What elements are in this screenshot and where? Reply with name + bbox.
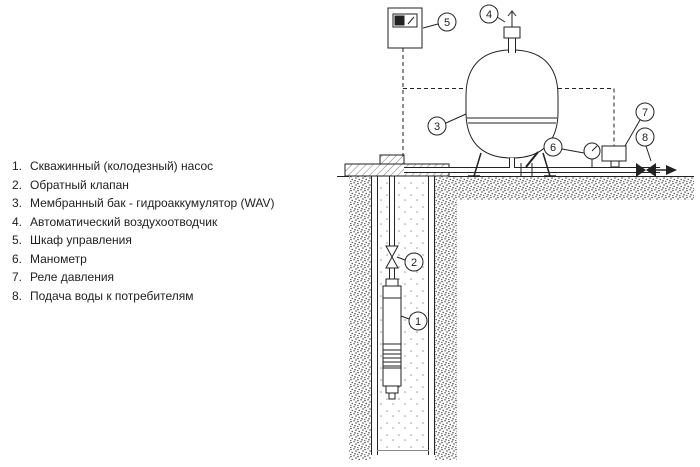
callout-7-number: 7: [642, 107, 648, 119]
callout-8: 8: [635, 127, 655, 147]
air-vent-symbol: [503, 10, 521, 39]
callout-1: 1: [408, 311, 428, 331]
membrane-tank: [465, 38, 559, 177]
legend-item-7: 7. Реле давления: [12, 268, 342, 287]
supply-arrow: [636, 163, 677, 177]
legend-item-8: 8. Подача воды к потребителям: [12, 287, 342, 306]
callout-2: 2: [404, 252, 424, 272]
riser-pipe: [389, 164, 395, 288]
check-valve-symbol: [385, 245, 399, 269]
legend-item-6: 6. Манометр: [12, 250, 342, 269]
legend-item-label: Скважинный (колодезный) насос: [30, 159, 214, 173]
legend-item-label: Мембранный бак - гидроаккумулятор (WAV): [30, 196, 275, 210]
legend-item-label: Обратный клапан: [30, 177, 129, 192]
legend-item-4: 4. Автоматический воздухоотводчик: [12, 213, 342, 232]
control-cabinet: [387, 7, 423, 49]
legend-item-number: 7.: [12, 270, 23, 284]
legend-item-label: Манометр: [30, 251, 87, 266]
control-wiring: [402, 48, 615, 156]
callout-4: 4: [479, 4, 499, 24]
callout-6-number: 6: [550, 142, 556, 154]
ground-texture: [337, 176, 694, 460]
legend-item-label: Реле давления: [30, 270, 115, 284]
well-pump-symbol: [382, 278, 402, 400]
callout-5-number: 5: [444, 17, 450, 29]
legend-item-number: 3.: [12, 196, 23, 210]
legend-item-3: 3. Мембранный бак - гидроаккумулятор (WA…: [12, 194, 342, 213]
pressure-relay-symbol: [601, 145, 627, 168]
legend-item-number: 8.: [12, 288, 23, 303]
callout-leaders: [396, 16, 652, 320]
legend-item-number: 5.: [12, 233, 23, 247]
callout-6: 6: [543, 137, 563, 157]
callout-3-number: 3: [434, 121, 440, 133]
legend-item-number: 2.: [12, 177, 23, 192]
callout-4-number: 4: [486, 9, 492, 21]
legend-item-number: 1.: [12, 159, 23, 173]
callout-2-number: 2: [411, 257, 417, 269]
legend-item-label: Шкаф управления: [30, 233, 132, 247]
pressure-gauge-symbol: [583, 142, 601, 167]
legend: 1. Скважинный (колодезный) насос 2. Обра…: [12, 157, 342, 305]
shutoff-valve-symbol: [520, 151, 539, 177]
callout-8-number: 8: [642, 132, 648, 144]
callout-3: 3: [427, 116, 447, 136]
legend-item-label: Подача воды к потребителям: [30, 288, 194, 303]
legend-item-2: 2. Обратный клапан: [12, 176, 342, 195]
callout-1-number: 1: [415, 316, 421, 328]
callout-5: 5: [437, 12, 457, 32]
legend-item-number: 4.: [12, 214, 23, 229]
legend-item-number: 6.: [12, 251, 23, 266]
legend-item-5: 5. Шкаф управления: [12, 231, 342, 250]
legend-item-1: 1. Скважинный (колодезный) насос: [12, 157, 342, 176]
callout-7: 7: [635, 102, 655, 122]
legend-item-label: Автоматический воздухоотводчик: [30, 214, 218, 229]
